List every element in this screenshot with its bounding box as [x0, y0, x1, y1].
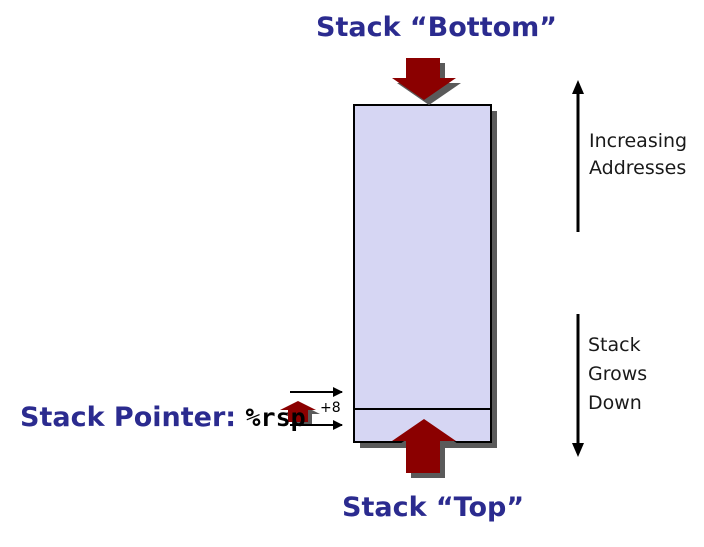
increasing-label-line2: Addresses	[589, 157, 687, 179]
thick-up-arrow-icon	[392, 419, 461, 478]
stack-pointer-label: Stack Pointer: %rsp	[20, 402, 306, 433]
register-name: %rsp	[245, 403, 306, 432]
grows-label-line1: Stack	[588, 334, 641, 356]
grows-label-line2: Grows	[588, 363, 648, 385]
increasing-label-line1: Increasing	[589, 130, 688, 152]
thick-down-arrow-icon	[392, 58, 461, 105]
stack-top-label: Stack “Top”	[342, 492, 525, 523]
offset-label: +8	[320, 400, 341, 416]
increasing-addresses-arrow-icon	[572, 80, 584, 232]
double-headed-vertical-arrow-icon	[572, 314, 584, 457]
stack-bottom-label: Stack “Bottom”	[316, 12, 558, 43]
stack-pointer-text: Stack Pointer:	[20, 402, 246, 433]
grows-label-line3: Down	[588, 392, 642, 414]
pointer-up-arrow-icon	[280, 401, 320, 426]
stack-body	[353, 104, 492, 443]
